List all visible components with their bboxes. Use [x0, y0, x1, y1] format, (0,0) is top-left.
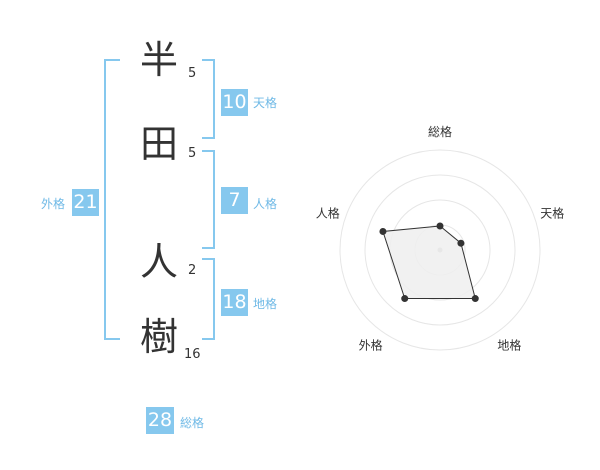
- stroke-count-2: 5: [188, 146, 197, 161]
- radar-point: [471, 295, 479, 303]
- name-char-1: 半: [140, 38, 179, 82]
- jinkaku-bracket: [202, 150, 215, 249]
- soukaku-score-badge: 28: [146, 407, 174, 434]
- stroke-count-4: 16: [184, 347, 201, 362]
- radar-value-polygon: [382, 225, 476, 300]
- gaikaku-bracket: [104, 59, 120, 340]
- radar-grid-ring: [364, 174, 516, 326]
- tenkaku-score-badge: 10: [221, 89, 248, 116]
- soukaku-label: 総格: [180, 416, 205, 430]
- radar-axis-label: 地格: [497, 337, 521, 352]
- stroke-count-3: 2: [188, 263, 197, 278]
- jinkaku-score-badge: 7: [221, 187, 248, 214]
- radar-axis-label: 天格: [540, 206, 564, 221]
- chikaku-label: 地格: [253, 297, 278, 311]
- tenkaku-label: 天格: [253, 96, 278, 110]
- gaikaku-label: 外格: [41, 197, 66, 211]
- radar-point: [457, 239, 465, 247]
- radar-axis-label: 総格: [428, 124, 452, 139]
- radar-axis-label: 外格: [359, 337, 383, 352]
- chikaku-bracket: [202, 258, 215, 340]
- name-char-3: 人: [140, 240, 179, 284]
- chikaku-score-badge: 18: [221, 289, 248, 316]
- stroke-count-1: 5: [188, 66, 197, 81]
- name-char-2: 田: [140, 122, 179, 166]
- gaikaku-score-badge: 21: [72, 189, 99, 216]
- radar-point: [436, 222, 444, 230]
- radar-axis-label: 人格: [316, 206, 340, 221]
- radar-point: [401, 295, 409, 303]
- jinkaku-label: 人格: [253, 197, 278, 211]
- name-char-4: 樹: [140, 315, 179, 359]
- radar-grid-ring: [339, 149, 541, 351]
- tenkaku-bracket: [202, 59, 215, 139]
- radar-point: [379, 227, 387, 235]
